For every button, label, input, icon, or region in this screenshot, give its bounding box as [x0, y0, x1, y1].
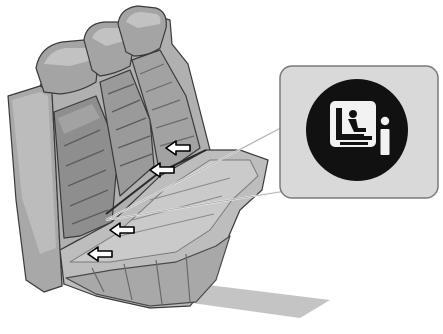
callout-box: [280, 66, 438, 198]
info-letter-icon: [381, 117, 390, 155]
